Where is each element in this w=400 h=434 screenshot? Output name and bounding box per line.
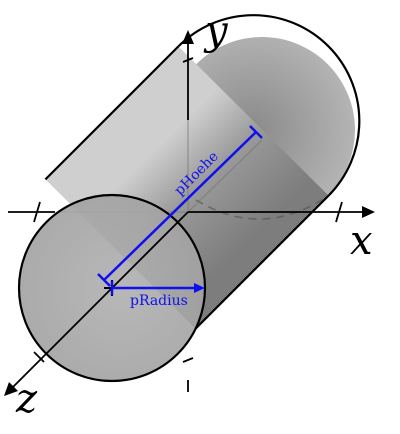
lower-generator-line (194, 194, 330, 330)
x-axis-label: x (350, 218, 373, 264)
z-axis-label: z (15, 376, 38, 422)
cylinder-body (45, 46, 329, 329)
upper-generator-line (44, 45, 180, 181)
hidden-back-edge (195, 195, 329, 220)
z-axis-line (9, 211, 189, 391)
axes (4, 30, 375, 396)
y-axis-label: y (203, 8, 229, 54)
x-axis-arrowhead (362, 206, 375, 218)
back-cap-outline (177, 14, 361, 197)
radius-label: pRadius (130, 293, 188, 309)
height-dimension (97, 125, 263, 287)
z-axis-arrowhead (4, 382, 18, 396)
radius-dimension (110, 281, 205, 295)
y-axis-arrowhead (182, 30, 194, 44)
